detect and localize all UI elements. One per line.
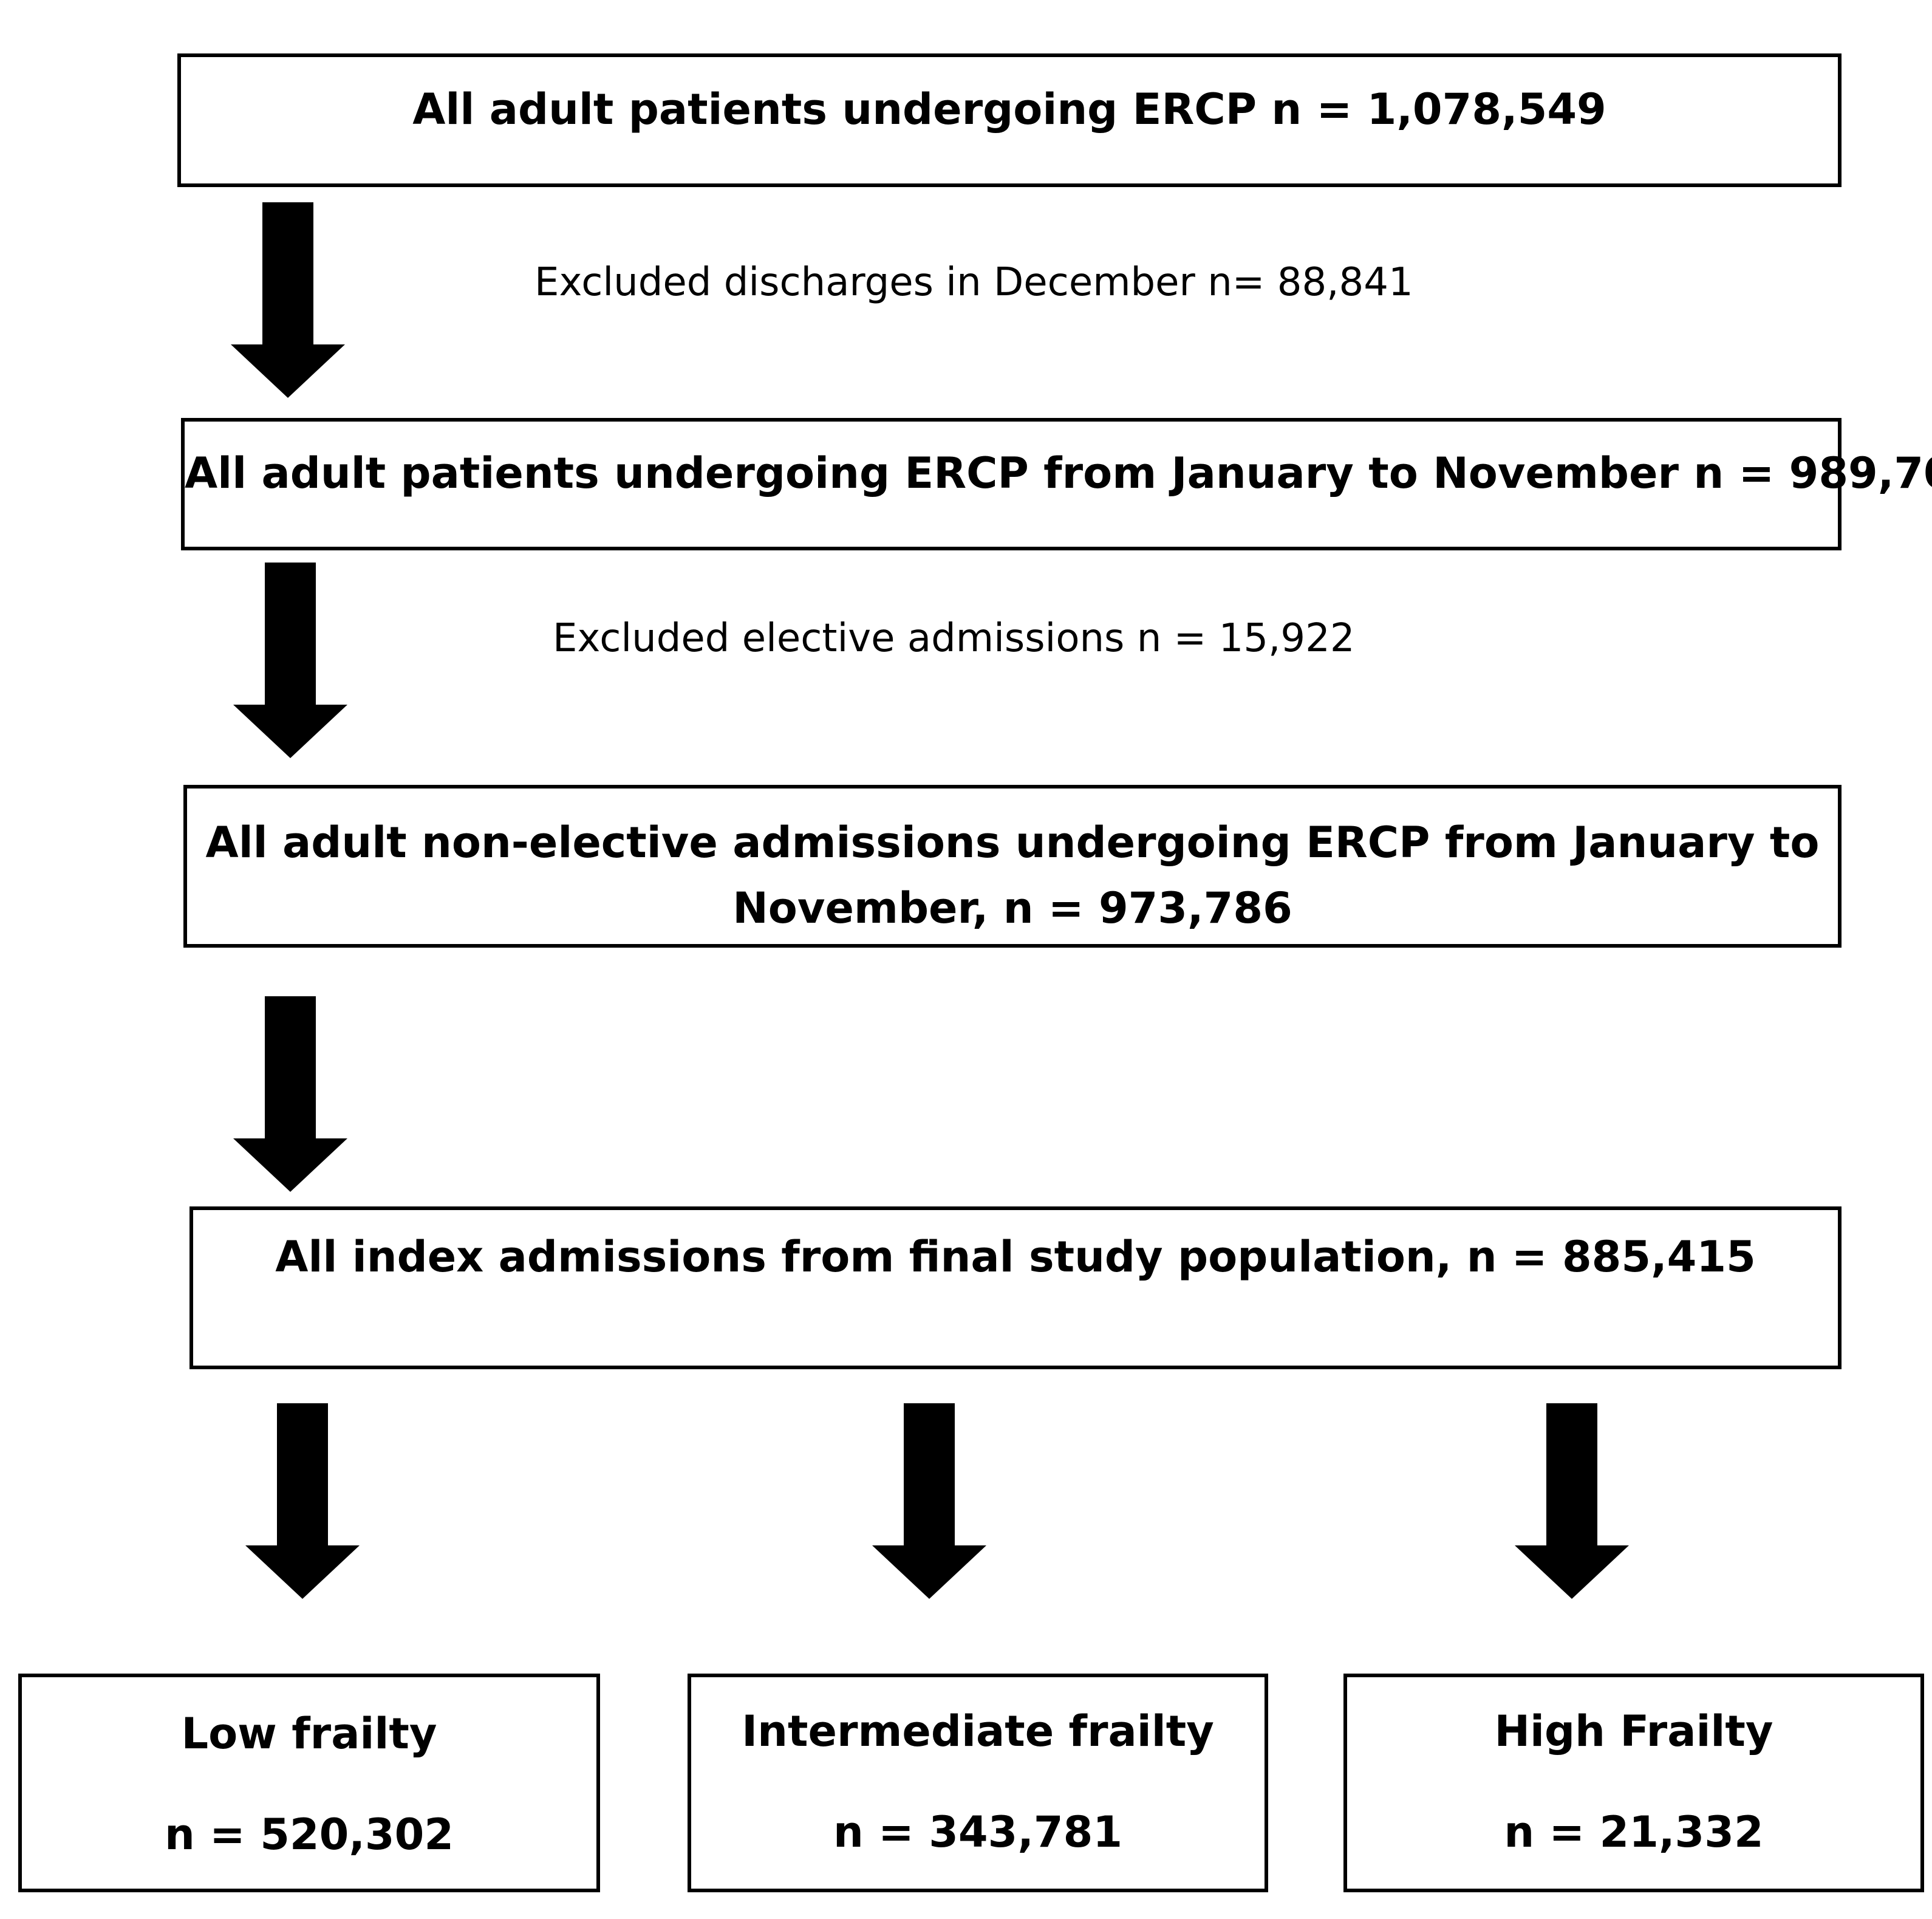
arrow-down — [1515, 1403, 1629, 1599]
box-jan-to-nov: All adult patients undergoing ERCP from … — [181, 418, 1932, 550]
box-jan-to-nov-text: All adult patients undergoing ERCP from … — [185, 448, 1932, 498]
box-index-admissions: All index admissions from final study po… — [189, 1206, 1842, 1369]
high-frailty-label: High Frailty — [1494, 1706, 1773, 1756]
box-intermediate-frailty: Intermediate frailty n = 343,781 — [688, 1674, 1268, 1892]
box-non-elective: All adult non-elective admissions underg… — [183, 785, 1842, 948]
intermediate-frailty-label: Intermediate frailty — [742, 1706, 1214, 1756]
box-all-patients: All adult patients undergoing ERCP n = 1… — [177, 53, 1842, 187]
box-index-admissions-text: All index admissions from final study po… — [275, 1232, 1756, 1282]
arrow-down — [233, 563, 347, 758]
box-all-patients-text: All adult patients undergoing ERCP n = 1… — [412, 84, 1606, 134]
low-frailty-count: n = 520,302 — [164, 1810, 454, 1859]
arrow-down — [231, 202, 345, 398]
box-non-elective-line2: November, n = 973,786 — [732, 883, 1292, 933]
exclusion-elective-text: Excluded elective admissions n = 15,922 — [553, 616, 1355, 661]
arrow-down — [872, 1403, 986, 1599]
high-frailty-count: n = 21,332 — [1504, 1807, 1764, 1857]
box-non-elective-line1: All adult non-elective admissions underg… — [205, 818, 1820, 867]
box-high-frailty: High Frailty n = 21,332 — [1343, 1674, 1924, 1892]
exclusion-december-text: Excluded discharges in December n= 88,84… — [534, 260, 1413, 305]
box-low-frailty: Low frailty n = 520,302 — [18, 1674, 600, 1892]
intermediate-frailty-count: n = 343,781 — [833, 1807, 1123, 1857]
low-frailty-label: Low frailty — [181, 1709, 437, 1759]
arrow-down — [245, 1403, 360, 1599]
arrow-down — [233, 996, 347, 1192]
